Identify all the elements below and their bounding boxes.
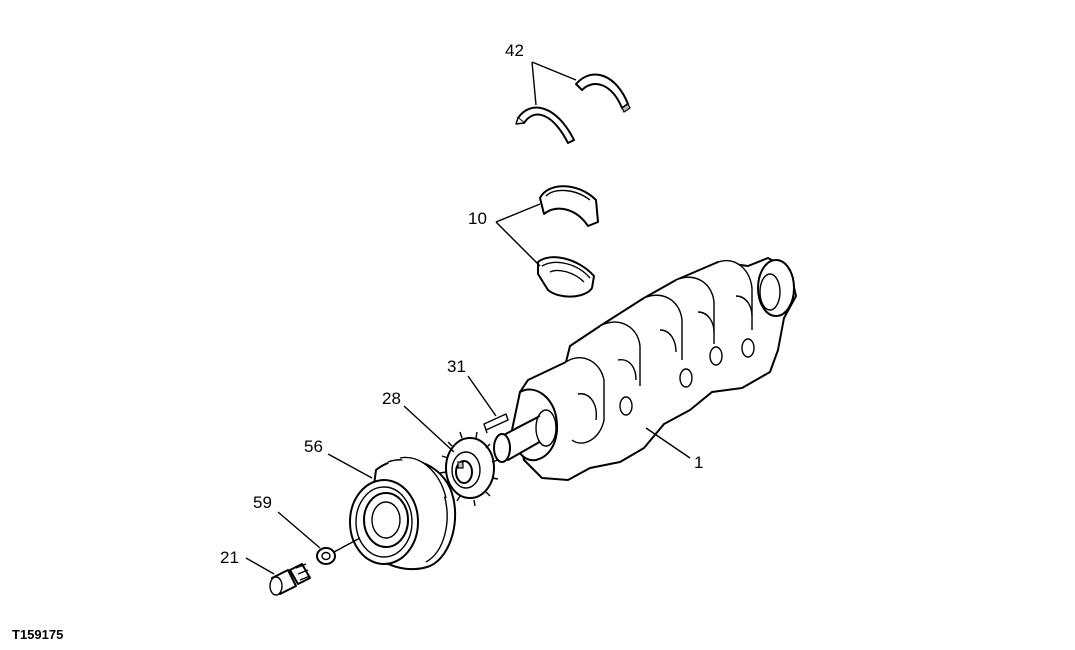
leader-21 (245, 557, 275, 575)
assembly-line-washer-pulley (333, 537, 361, 553)
crankshaft (493, 257, 797, 481)
leader-1 (645, 427, 691, 459)
leader-28 (403, 405, 455, 453)
leader-56 (327, 453, 373, 479)
thrust-washer-upper (575, 73, 631, 113)
leader-59 (277, 511, 321, 549)
callout-59: 59 (253, 493, 272, 512)
leader-10 (495, 203, 541, 267)
callout-10: 10 (468, 209, 487, 228)
thrust-washer-lower (515, 106, 575, 144)
callout-56: 56 (304, 437, 323, 456)
bearing-shell-lower (537, 256, 595, 298)
leader-31 (467, 375, 497, 417)
crankshaft-gear (439, 431, 499, 507)
cap-screw (269, 563, 311, 596)
washer (316, 547, 336, 565)
woodruff-key (483, 413, 509, 434)
callout-31: 31 (447, 357, 466, 376)
callout-1: 1 (694, 453, 703, 472)
callout-28: 28 (382, 389, 401, 408)
callout-21: 21 (220, 548, 239, 567)
bearing-shell-upper (539, 185, 599, 227)
crankshaft-pulley (349, 456, 457, 571)
callout-42: 42 (505, 41, 524, 60)
leader-42 (531, 61, 577, 106)
figure-id: T159175 (12, 627, 63, 642)
